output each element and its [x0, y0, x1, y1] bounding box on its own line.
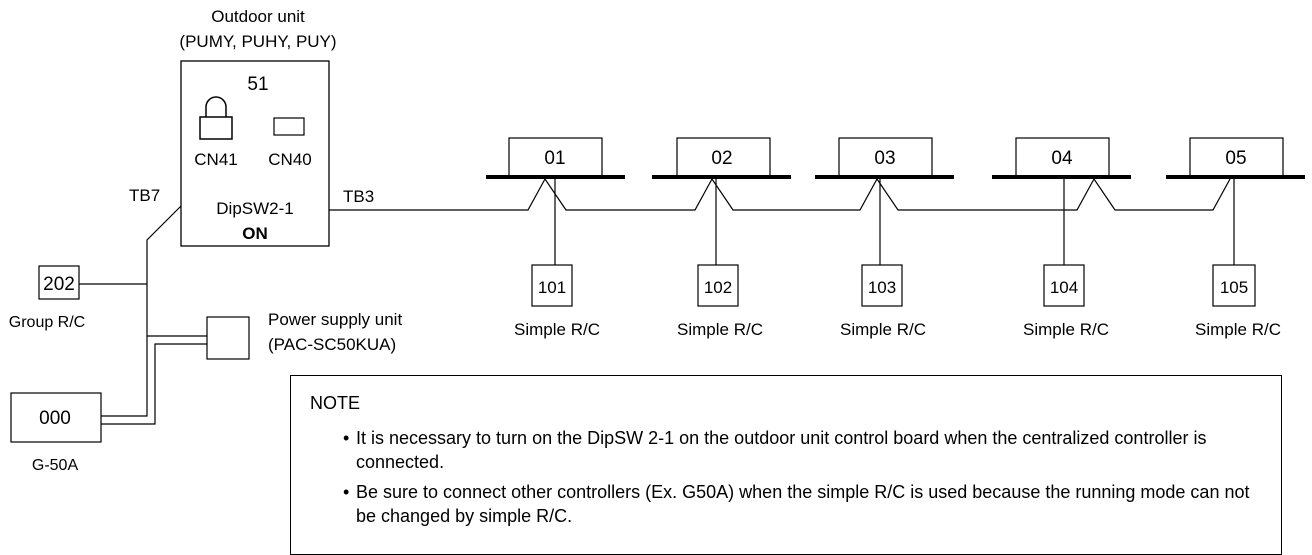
indoor-unit-address: 05 [1225, 148, 1246, 169]
indoor-unit-address: 02 [711, 148, 732, 169]
g50a-line-2 [101, 343, 207, 425]
simple-rc: 105 Simple R/C [1195, 264, 1281, 339]
note-item: • Be sure to connect other controllers (… [343, 480, 1266, 528]
simple-rc-label: Simple R/C [840, 320, 926, 339]
tb3-label: TB3 [343, 187, 374, 206]
simple-rc-address: 105 [1220, 278, 1248, 297]
bullet-icon: • [343, 482, 350, 502]
group-rc-box [38, 265, 80, 300]
dipsw-on-label: ON [242, 224, 268, 243]
indoor-unit: 03 [815, 137, 954, 265]
simple-rc: 104 Simple R/C [1023, 264, 1109, 339]
simple-rc-label: Simple R/C [1195, 320, 1281, 339]
indoor-unit: 05 [1166, 137, 1305, 265]
power-supply-box [206, 316, 250, 360]
note-item: • It is necessary to turn on the DipSW 2… [343, 426, 1266, 474]
bullet-icon: • [343, 428, 350, 448]
g50a-line-1 [101, 336, 148, 417]
cn40-connector-icon [273, 117, 305, 136]
simple-rc-label: Simple R/C [1023, 320, 1109, 339]
outdoor-unit-address: 51 [247, 74, 268, 95]
simple-rc-address: 103 [868, 278, 896, 297]
outdoor-unit-models: (PUMY, PUHY, PUY) [179, 32, 336, 51]
indoor-unit-address: 03 [874, 148, 895, 169]
power-supply-label: Power supply unit [268, 310, 402, 329]
g50a-box [10, 392, 102, 443]
g50a-label: G-50A [32, 457, 79, 474]
indoor-unit-address: 04 [1051, 148, 1073, 169]
tb7-transmission-line [146, 205, 182, 336]
simple-rc: 103 Simple R/C [840, 264, 926, 339]
outdoor-unit-box [180, 60, 330, 247]
note-title: NOTE [310, 393, 361, 413]
simple-rc: 101 Simple R/C [514, 264, 600, 339]
indoor-unit-address: 01 [544, 148, 565, 169]
cn41-connector-icon [199, 96, 233, 140]
indoor-unit: 02 [652, 137, 791, 265]
indoor-unit: 01 [486, 137, 625, 265]
tb3-transmission-line [329, 177, 1231, 211]
outdoor-unit-title: Outdoor unit [211, 7, 305, 26]
note-item-text: It is necessary to turn on the DipSW 2-1… [356, 428, 1207, 472]
simple-rc-label: Simple R/C [677, 320, 763, 339]
indoor-unit: 04 [992, 137, 1131, 265]
cn41-label: CN41 [194, 150, 237, 169]
simple-rc: 102 Simple R/C [677, 264, 763, 339]
group-rc-label: Group R/C [9, 314, 85, 331]
simple-rc-address: 104 [1050, 278, 1078, 297]
simple-rc-address: 101 [538, 278, 566, 297]
tb7-label: TB7 [129, 186, 160, 205]
note-item-text: Be sure to connect other controllers (Ex… [356, 482, 1250, 526]
simple-rc-address: 102 [704, 278, 732, 297]
g50a-address: 000 [39, 408, 71, 429]
cn40-label: CN40 [268, 150, 311, 169]
power-supply-model: (PAC-SC50KUA) [268, 335, 396, 354]
group-rc-address: 202 [43, 274, 75, 295]
dipsw-label: DipSW2-1 [216, 199, 293, 218]
simple-rc-label: Simple R/C [514, 320, 600, 339]
